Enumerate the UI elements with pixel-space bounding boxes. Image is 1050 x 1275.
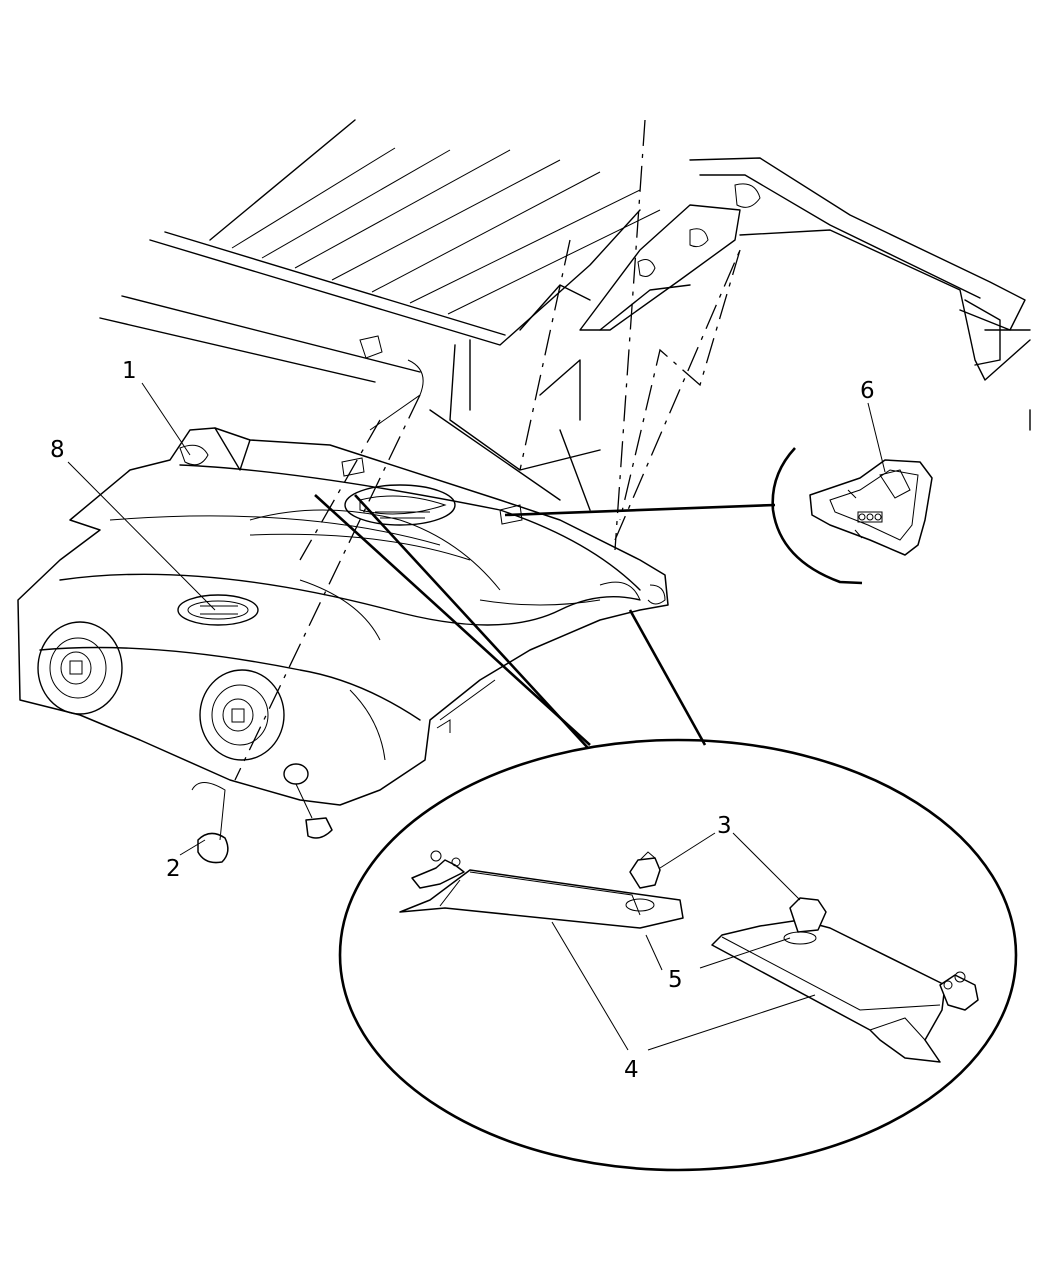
callout-2: 2 — [166, 856, 181, 882]
callout-5: 5 — [668, 967, 683, 993]
callout-6: 6 — [860, 378, 875, 404]
callout-4: 4 — [624, 1057, 639, 1083]
callout-1: 1 — [122, 358, 137, 384]
roof-structure — [99, 119, 661, 511]
callout-8: 8 — [50, 437, 65, 463]
callout-3: 3 — [717, 813, 732, 839]
roof-rail-section — [579, 157, 1031, 431]
detail-connector-lines — [314, 494, 776, 749]
detail-ellipse-sunvisors — [338, 738, 1018, 1172]
detail-circle-handle — [771, 447, 933, 585]
headliner-panel — [17, 427, 669, 806]
hook-details — [191, 763, 333, 864]
reference-lines — [234, 119, 741, 781]
callout-labels: 1 8 2 3 5 4 6 — [50, 358, 875, 1083]
callout-leaders — [67, 382, 886, 1051]
